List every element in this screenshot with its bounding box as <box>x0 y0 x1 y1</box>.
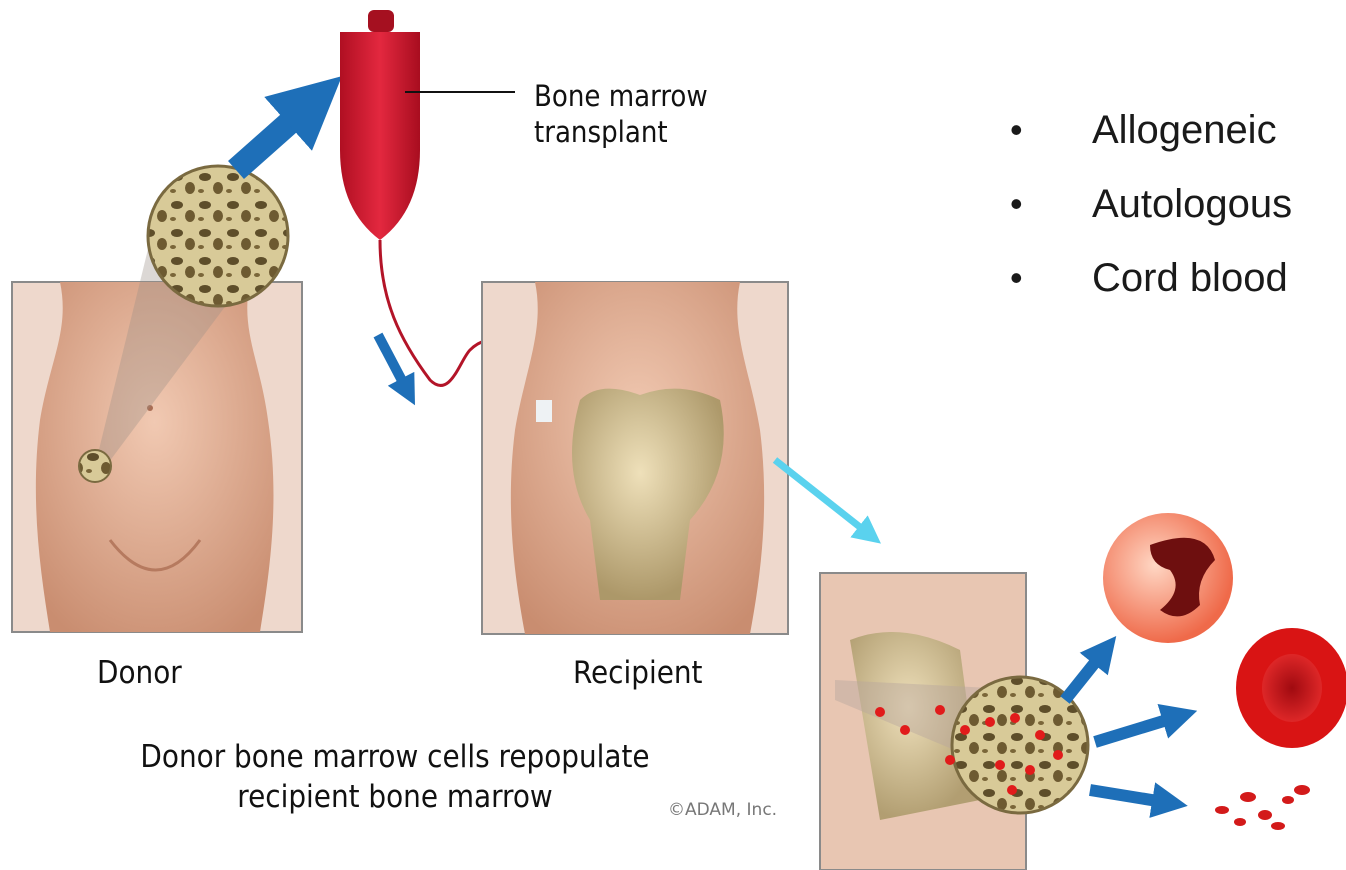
platelets <box>1215 785 1310 830</box>
bullet-item: Autologous <box>1010 174 1292 248</box>
red-blood-cell <box>1236 628 1346 748</box>
bag-label-line1: Bone marrow <box>534 78 708 114</box>
bullet-item: Cord blood <box>1010 248 1292 322</box>
arrow-to-closeup <box>775 460 870 535</box>
arrow-donor-to-bag <box>236 100 315 170</box>
copyright: ©ADAM, Inc. <box>668 800 777 820</box>
caption-line2: recipient bone marrow <box>90 777 700 817</box>
bag-label-line2: transplant <box>534 114 708 150</box>
recipient-label: Recipient <box>573 655 702 691</box>
closeup-panel <box>820 573 1088 870</box>
caption-line1: Donor bone marrow cells repopulate <box>90 737 700 777</box>
bullet-item: Allogeneic <box>1010 100 1292 174</box>
blood-bag <box>340 10 515 240</box>
arrow-to-recipient <box>378 335 408 392</box>
bag-label: Bone marrow transplant <box>534 78 708 150</box>
white-blood-cell <box>1103 513 1233 643</box>
transplant-types-list: Allogeneic Autologous Cord blood <box>1010 100 1292 322</box>
caption: Donor bone marrow cells repopulate recip… <box>90 737 700 817</box>
recipient-panel <box>482 282 788 634</box>
donor-label: Donor <box>97 655 182 691</box>
